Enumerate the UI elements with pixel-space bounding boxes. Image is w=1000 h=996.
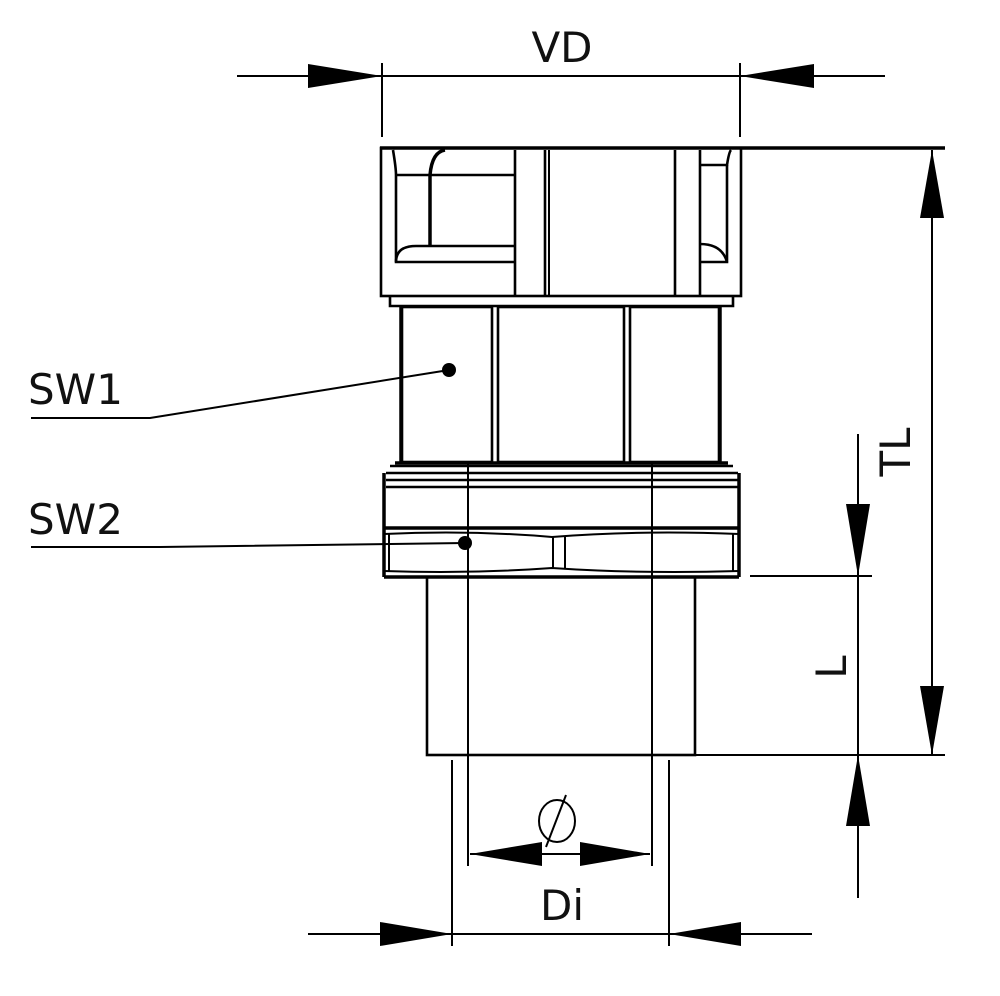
sw1-leader-dot-icon — [442, 363, 456, 377]
sw1-face-left — [400, 305, 494, 464]
vd-arrow-right-icon — [740, 64, 814, 88]
right-window-fillet — [699, 242, 729, 263]
diameter-symbol-icon — [538, 799, 576, 843]
sw1-label: SW1 — [28, 365, 123, 414]
top-cap-rim — [388, 296, 735, 308]
sw1-leader-line — [31, 369, 450, 419]
lower-pipe — [425, 575, 697, 757]
tl-arrow-top-icon — [920, 150, 944, 218]
vd-dimension: VD — [237, 23, 885, 137]
sw1-callout: SW1 — [28, 363, 456, 419]
pipe-outline — [425, 575, 697, 757]
sw2-lower-chamfer — [383, 566, 740, 573]
diameter-dimension: ∅ — [0, 0, 650, 866]
l-label: L — [807, 655, 856, 679]
l-dimension: L — [750, 434, 872, 898]
sw2-hex-nut — [383, 531, 740, 579]
vd-arrow-left-icon — [308, 64, 382, 88]
diameter-label: ∅ — [0, 0, 1, 1]
right-window-top — [700, 149, 733, 167]
sw1-face-right — [628, 305, 721, 464]
sw2-label: SW2 — [28, 495, 123, 544]
sw2-leader-dot-icon — [458, 536, 472, 550]
diameter-symbol-slash — [545, 794, 567, 848]
l-arrow-top-icon — [846, 504, 870, 576]
di-arrow-right-icon — [669, 922, 741, 946]
sw1-face-center — [496, 305, 626, 464]
top-cap — [379, 146, 945, 308]
sw2-upper-chamfer — [383, 531, 740, 539]
diameter-arrow-right-icon — [580, 842, 650, 866]
sw2-callout: SW2 — [28, 495, 472, 550]
sw2-leader-line — [31, 542, 466, 548]
bore-lines — [467, 463, 653, 866]
left-window-inner-post — [428, 148, 446, 246]
tl-label: TL — [871, 427, 920, 478]
l-arrow-bottom-icon — [846, 755, 870, 826]
di-dimension: Di — [308, 760, 812, 946]
di-label: Di — [540, 881, 584, 930]
thread-collar — [382, 464, 741, 577]
top-cap-outline — [379, 146, 743, 298]
sw1-hex-nut — [395, 305, 728, 465]
left-window-fillet — [394, 244, 430, 263]
tl-arrow-bottom-icon — [920, 686, 944, 755]
tl-dimension: TL — [695, 150, 945, 756]
di-arrow-left-icon — [380, 922, 452, 946]
vd-label: VD — [531, 23, 592, 72]
diameter-arrow-left-icon — [470, 842, 542, 866]
